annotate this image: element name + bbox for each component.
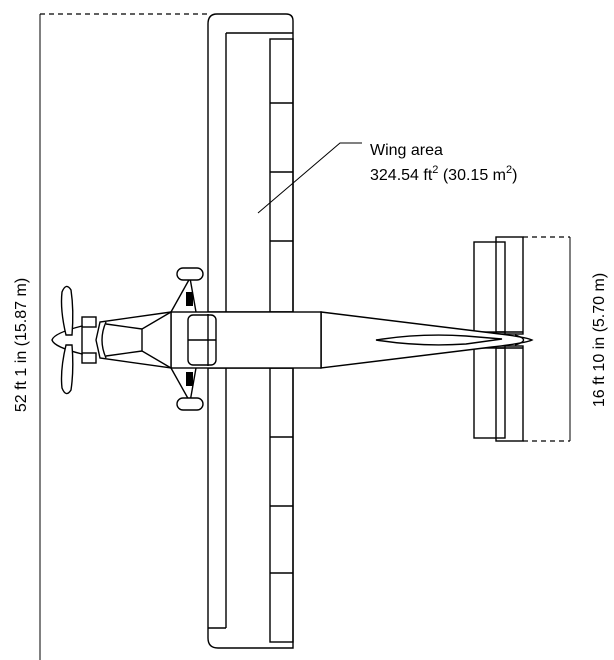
gear-strut-upper bbox=[170, 277, 191, 313]
fuselage bbox=[51, 311, 534, 369]
wingspan-dimension bbox=[39, 13, 210, 660]
wing-area-ft-exp: 2 bbox=[432, 164, 438, 176]
vertical-fin bbox=[375, 334, 503, 346]
propeller-blade-upper bbox=[60, 285, 74, 336]
wheel-upper bbox=[176, 267, 204, 281]
elevator-lower bbox=[495, 345, 524, 442]
wing-area-m-exp: 2 bbox=[506, 164, 512, 176]
gear-strut-lower bbox=[170, 367, 191, 403]
wing-area-value: 324.54 ft2 (30.15 m2) bbox=[370, 164, 517, 184]
wheel-lower bbox=[176, 397, 204, 411]
main-wing bbox=[207, 13, 294, 649]
tail-cone bbox=[514, 334, 525, 346]
horizontal-tail bbox=[473, 236, 524, 442]
main-landing-gear bbox=[170, 267, 204, 411]
exhaust-lower bbox=[81, 352, 97, 364]
wing-area-leader-line bbox=[257, 142, 362, 214]
propeller-blade-lower bbox=[60, 344, 74, 395]
wing-outline-lower bbox=[207, 367, 294, 649]
propeller bbox=[60, 285, 74, 395]
wing-area-title: Wing area bbox=[370, 142, 443, 159]
stabilizer-upper bbox=[473, 241, 506, 333]
wingspan-label: 52 ft 1 in (15.87 m) bbox=[13, 278, 30, 412]
cowling-front bbox=[101, 321, 107, 359]
cowling-panel bbox=[141, 311, 172, 369]
brake-upper bbox=[186, 292, 193, 306]
engine-cowling bbox=[95, 311, 172, 369]
wing-area-m-close: ) bbox=[512, 167, 517, 184]
tail-span-label: 16 ft 10 in (5.70 m) bbox=[591, 273, 608, 407]
brake-lower bbox=[186, 372, 193, 386]
cowling-line-lower bbox=[105, 350, 143, 357]
wing-area-m: (30.15 m bbox=[438, 167, 506, 184]
rear-fuselage bbox=[320, 311, 534, 369]
elevator-upper bbox=[495, 236, 524, 335]
wing-outline bbox=[207, 13, 294, 313]
wing-area-ft: 324.54 ft bbox=[370, 167, 433, 184]
stabilizer-lower bbox=[473, 347, 506, 439]
cowling-line-upper bbox=[105, 323, 143, 330]
tail-span-dimension bbox=[523, 236, 571, 442]
exhaust-upper bbox=[81, 316, 97, 328]
